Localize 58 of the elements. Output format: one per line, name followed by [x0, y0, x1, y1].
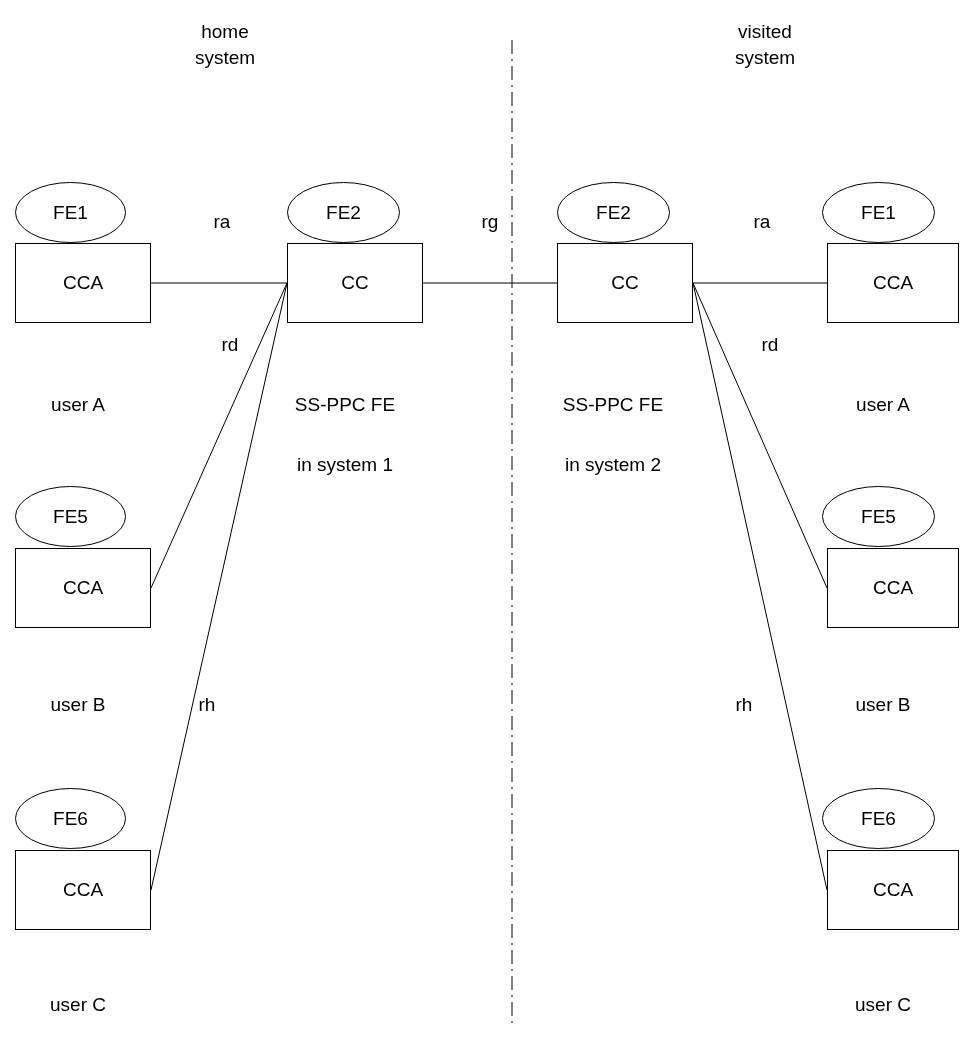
node-label: FE6 [861, 807, 896, 830]
node-label: CCA [872, 879, 914, 901]
node-label: CC [611, 272, 639, 294]
text-label: in system 2 [564, 453, 662, 478]
node-label: FE5 [861, 505, 896, 528]
function-ellipse [822, 486, 935, 547]
entity-box [827, 243, 959, 323]
text-label: user A [51, 393, 105, 418]
text-label: ra [753, 210, 771, 235]
node-label: CCA [872, 577, 914, 599]
node-label: FE5 [53, 505, 88, 528]
node-label: CCA [62, 272, 104, 294]
entity-box [557, 243, 693, 323]
text-label: SS-PPC FE [294, 393, 396, 418]
node-label: CCA [62, 879, 104, 901]
entity-box [15, 548, 151, 628]
connector-line [692, 282, 828, 891]
node-label: FE2 [326, 201, 361, 224]
node-label: FE6 [53, 807, 88, 830]
text-label: rd [221, 333, 239, 358]
text-label: rh [735, 693, 753, 718]
function-ellipse [15, 788, 126, 849]
text-label: user B [50, 693, 106, 718]
connector-line [692, 282, 828, 284]
function-ellipse [15, 486, 126, 547]
text-label: home system [193, 20, 257, 70]
node-label: FE2 [596, 201, 631, 224]
text-label: rd [761, 333, 779, 358]
connector-line [150, 282, 288, 891]
node-label: CC [341, 272, 369, 294]
node-label: FE1 [53, 201, 88, 224]
text-label: user B [855, 693, 911, 718]
entity-box [287, 243, 423, 323]
function-ellipse [822, 182, 935, 243]
node-label: CCA [62, 577, 104, 599]
text-label: rg [481, 210, 499, 235]
function-ellipse [557, 182, 670, 243]
entity-box [15, 243, 151, 323]
node-label: CCA [872, 272, 914, 294]
function-ellipse [15, 182, 126, 243]
text-label: ra [213, 210, 231, 235]
connector-line [422, 282, 558, 284]
text-label: rh [198, 693, 216, 718]
text-label: user A [856, 393, 910, 418]
text-label: visited system [733, 20, 797, 70]
connector-line [692, 282, 828, 589]
text-label: user C [855, 993, 911, 1018]
text-label: in system 1 [296, 453, 394, 478]
text-label: SS-PPC FE [562, 393, 664, 418]
node-label: FE1 [861, 201, 896, 224]
function-ellipse [822, 788, 935, 849]
entity-box [827, 548, 959, 628]
entity-box [827, 850, 959, 930]
entity-box [15, 850, 151, 930]
connector-line [150, 282, 288, 589]
text-label: user C [50, 993, 106, 1018]
function-ellipse [287, 182, 400, 243]
connector-line [150, 282, 288, 284]
